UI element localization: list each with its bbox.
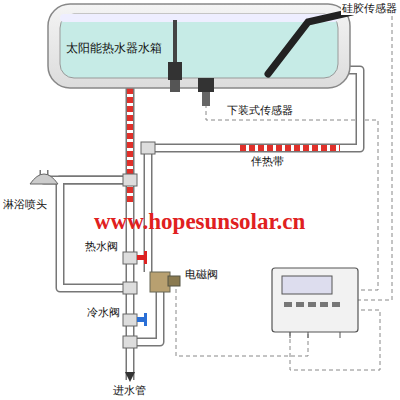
silicone-sensor bbox=[268, 12, 352, 74]
cold-valve bbox=[137, 313, 147, 326]
shower-head bbox=[30, 174, 58, 184]
tank bbox=[48, 4, 350, 88]
pipe-fitting bbox=[123, 142, 155, 348]
valve-label: 电磁阀 bbox=[184, 268, 219, 281]
valve-label: 冷水阀 bbox=[86, 306, 121, 319]
solenoid-valve bbox=[150, 272, 180, 292]
tank-label: 太阳能热水器水箱 bbox=[66, 40, 162, 57]
watermark: www.hopesunsolar.cn bbox=[93, 208, 306, 236]
shower-label: 淋浴喷头 bbox=[2, 198, 48, 211]
inlet-label: 进水管 bbox=[112, 384, 147, 397]
sensor-label: 硅胶传感器 bbox=[341, 2, 398, 15]
tank-box: 太阳能热水器水箱 bbox=[66, 40, 162, 57]
heat-tape bbox=[130, 88, 340, 205]
sensor-label: 下装式传感器 bbox=[226, 104, 294, 117]
inlet-arrow bbox=[125, 372, 135, 382]
heat-tape-label: 伴热带 bbox=[250, 155, 285, 168]
heater-rod bbox=[168, 20, 182, 92]
valve-label: 热水阀 bbox=[84, 240, 119, 253]
controller bbox=[272, 268, 358, 338]
hot-valve bbox=[137, 251, 147, 264]
pipe bbox=[44, 70, 360, 380]
bottom-sensor bbox=[198, 78, 214, 106]
